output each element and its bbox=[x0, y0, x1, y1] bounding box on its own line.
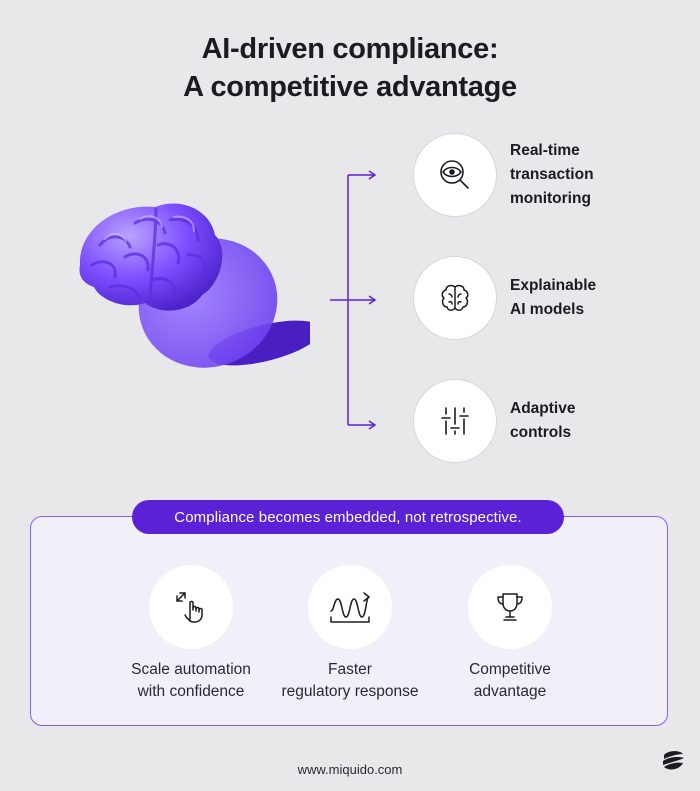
eye-magnifier-icon bbox=[440, 160, 469, 189]
feature-icon-circle bbox=[413, 256, 497, 340]
benefit-competitive-advantage: Competitive advantage bbox=[415, 565, 605, 703]
benefit-faster-response: Faster regulatory response bbox=[255, 565, 445, 703]
tap-expand-icon bbox=[176, 592, 203, 623]
brain-3d-icon bbox=[79, 203, 322, 368]
feature-adaptive-controls: Adaptive controls bbox=[413, 379, 693, 463]
feature-label: Explainable AI models bbox=[510, 277, 597, 318]
benefit-scale-automation: Scale automation with confidence bbox=[96, 565, 286, 703]
connector-lines bbox=[330, 170, 377, 430]
signal-wave-icon bbox=[330, 592, 370, 623]
sliders-icon bbox=[441, 407, 469, 435]
page-title: AI-driven compliance: A competitive adva… bbox=[0, 30, 700, 106]
feature-realtime-monitoring: Real-time transaction monitoring bbox=[413, 133, 693, 217]
title-line-2: A competitive advantage bbox=[183, 71, 517, 103]
feature-label: Adaptive controls bbox=[510, 400, 576, 441]
benefit-icon-circle bbox=[308, 565, 392, 649]
brain-outline-icon bbox=[441, 284, 469, 311]
benefit-label: Competitive advantage bbox=[469, 661, 551, 700]
benefit-label: Scale automation with confidence bbox=[131, 661, 251, 700]
feature-icon-circle bbox=[413, 379, 497, 463]
trophy-icon bbox=[497, 593, 523, 621]
benefit-label: Faster regulatory response bbox=[281, 661, 419, 700]
feature-label: Real-time transaction monitoring bbox=[510, 142, 594, 207]
feature-icon-circle bbox=[413, 133, 497, 217]
brain-illustration bbox=[70, 195, 322, 380]
title-line-1: AI-driven compliance: bbox=[201, 33, 499, 65]
miquido-logo-icon bbox=[663, 751, 684, 770]
benefit-icon-circle bbox=[149, 565, 233, 649]
banner-pill: Compliance becomes embedded, not retrosp… bbox=[132, 500, 564, 534]
feature-explainable-ai: Explainable AI models bbox=[413, 256, 693, 340]
benefit-icon-circle bbox=[468, 565, 552, 649]
footer-url[interactable]: www.miquido.com bbox=[297, 762, 403, 777]
